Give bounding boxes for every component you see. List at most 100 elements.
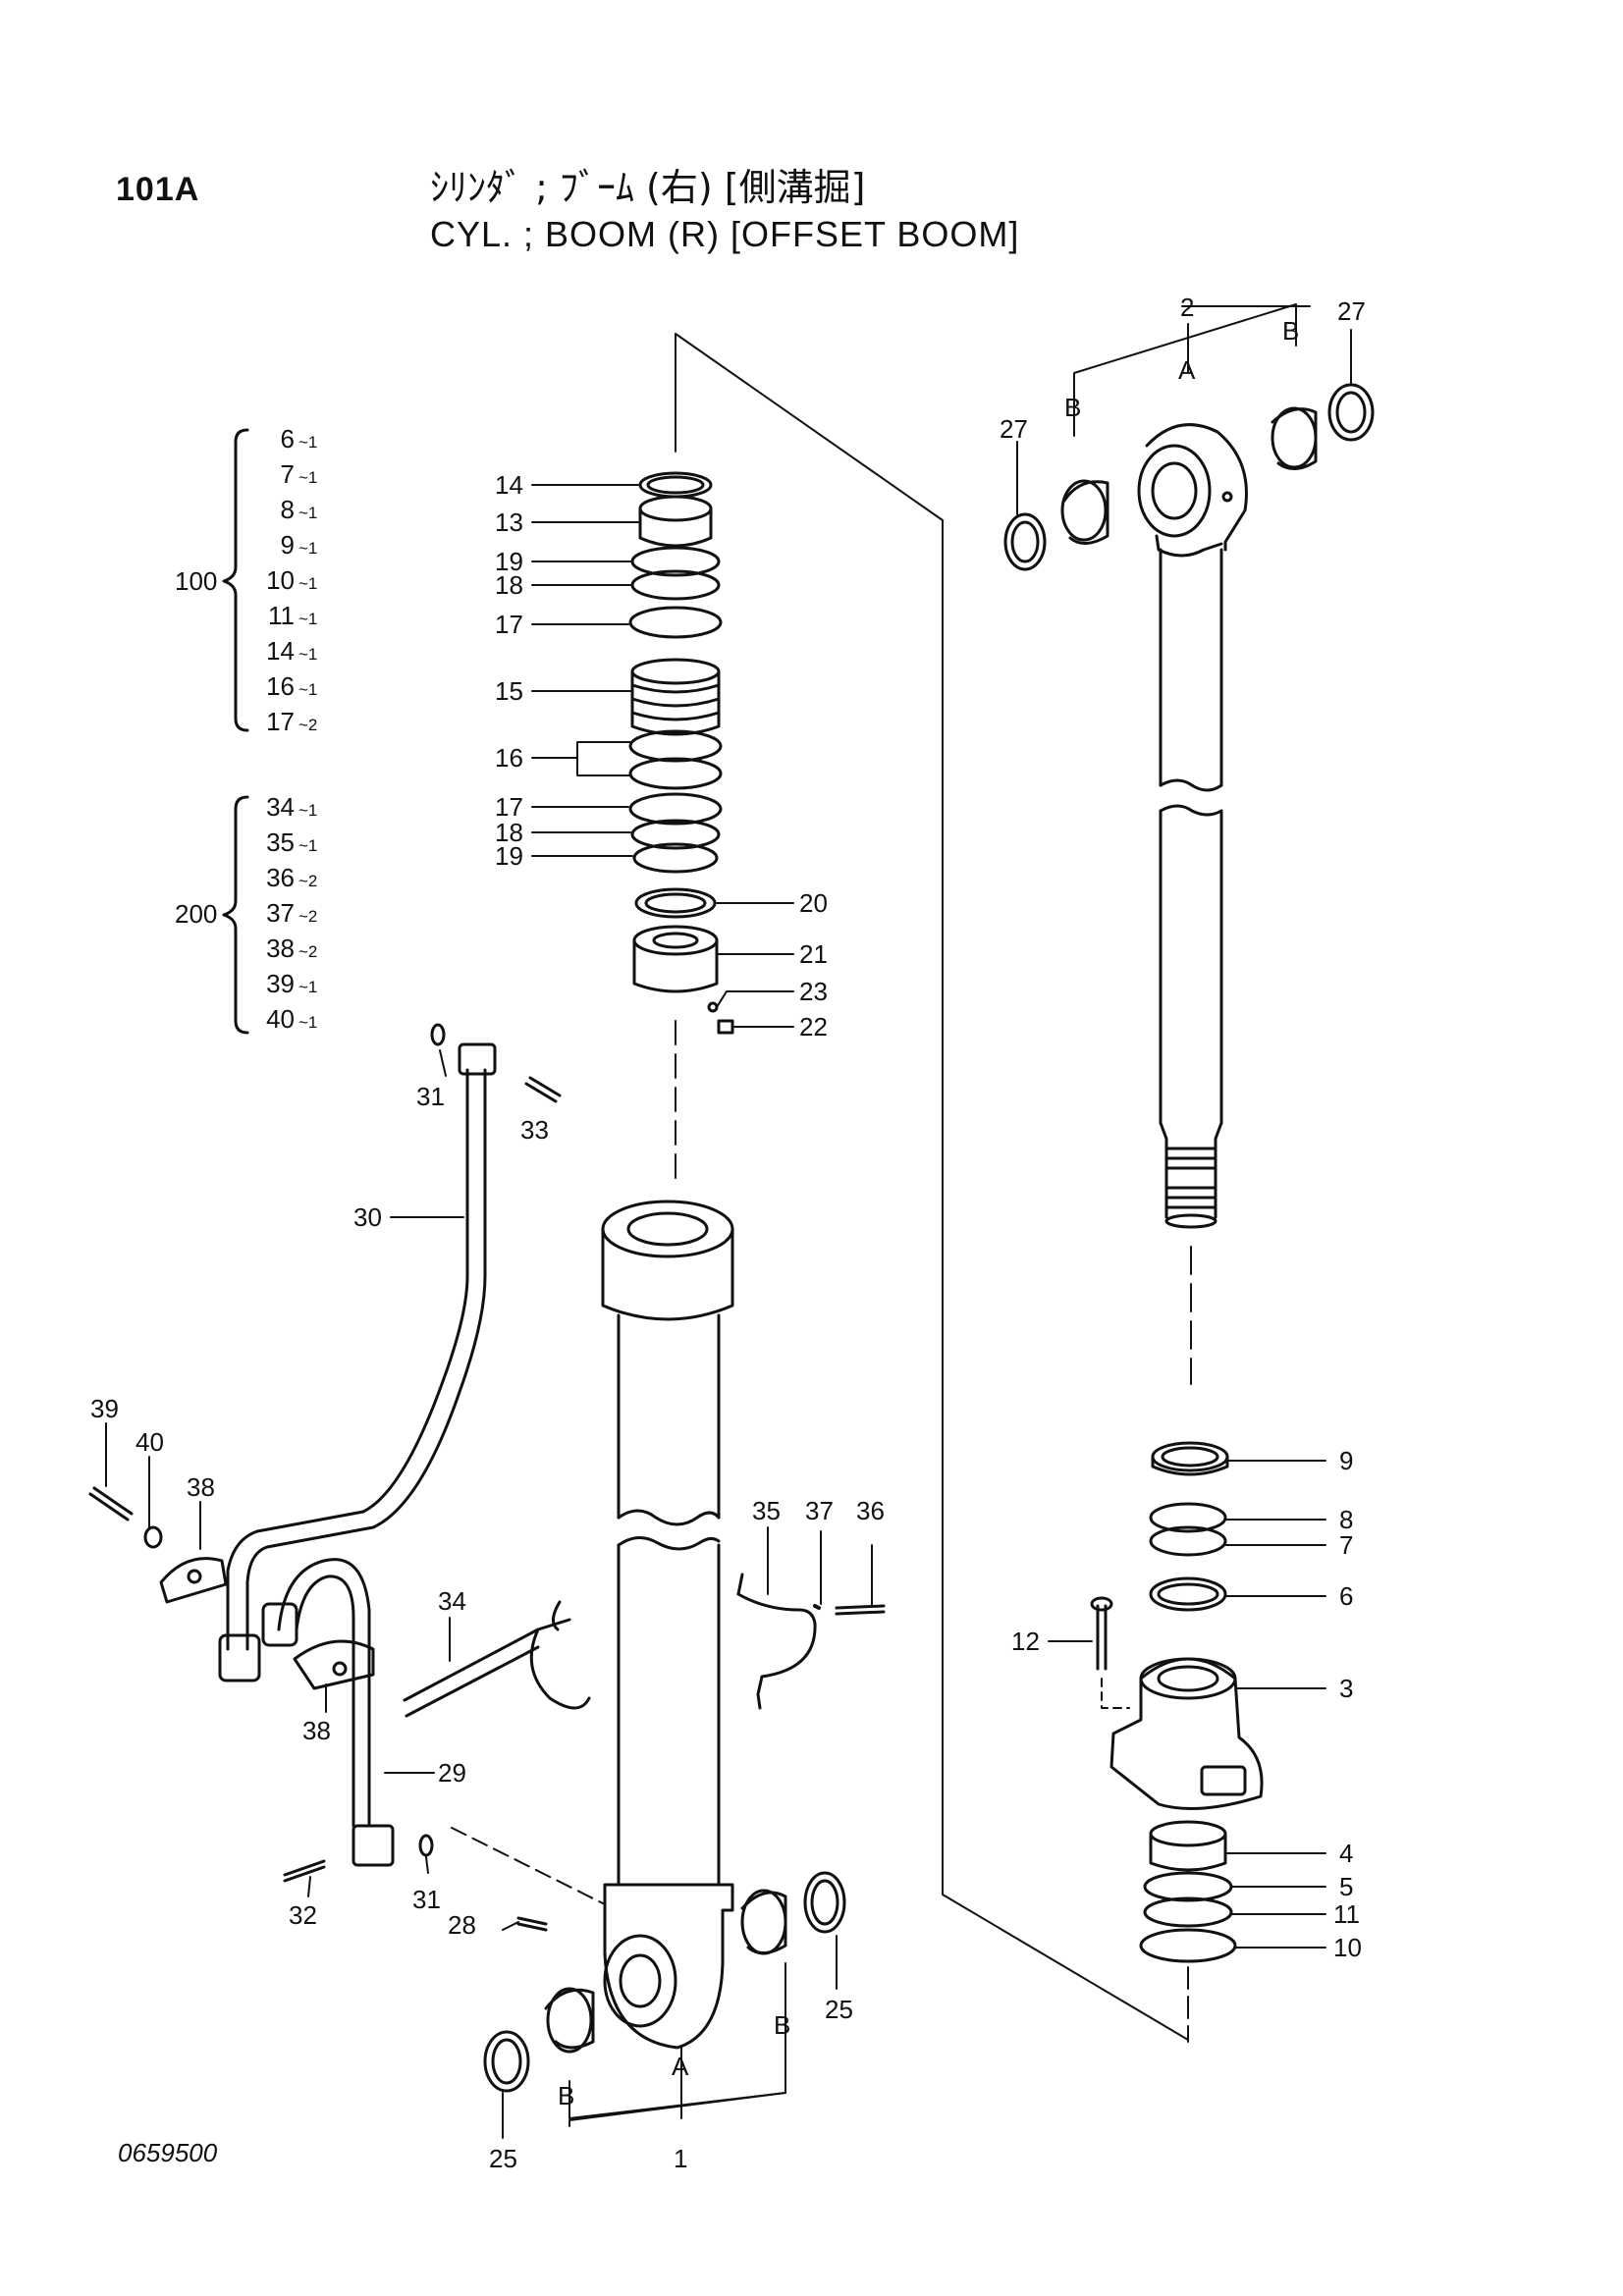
kit-item-qty: ~2 (298, 907, 317, 926)
part-30-pipe (226, 1068, 469, 1651)
callout-31: 31 (416, 1082, 445, 1111)
callout-38: 38 (302, 1716, 331, 1745)
phantom-line-pipe (451, 1827, 606, 1905)
kit-item-qty: ~1 (298, 539, 317, 558)
callout-10: 10 (1333, 1933, 1362, 1962)
part-23-ball (707, 1001, 719, 1013)
part-3-gland (1109, 1657, 1264, 1810)
pipe-top-fitting (458, 1042, 497, 1076)
callout-27: 27 (1337, 296, 1366, 326)
part-36-bolt (835, 1604, 886, 1616)
kit-item-qty: ~2 (298, 716, 317, 734)
callout-17: 17 (495, 792, 523, 822)
kit-200-brace (222, 795, 249, 1035)
kit-item-qty: ~1 (298, 1013, 317, 1032)
kit-item-part: 37 (266, 898, 295, 928)
kit-item-part: 7 (281, 459, 295, 489)
gland-leaders (1048, 1460, 1326, 1949)
callout-38: 38 (187, 1472, 215, 1502)
part-38-clamp-upper (159, 1557, 228, 1604)
kit-item-part: 9 (281, 530, 295, 560)
part-21-nut (632, 938, 719, 993)
callout-1: 1 (674, 2144, 687, 2173)
part-35-band (736, 1573, 817, 1710)
callout-A: A (1178, 355, 1196, 385)
part-15-piston (630, 669, 721, 736)
kit-item-qty: ~1 (298, 645, 317, 664)
callout-1-bracket (502, 1935, 838, 2139)
callout-13: 13 (495, 507, 523, 537)
kit-item-part: 35 (266, 828, 295, 857)
left-leaders (105, 1049, 873, 1931)
part-34-band (403, 1600, 591, 1718)
part-29-pipe (277, 1558, 371, 1828)
callout-25: 25 (489, 2144, 517, 2173)
part-20-washer (634, 887, 717, 919)
part-40-washer (143, 1525, 163, 1549)
part-6-ring (1149, 1576, 1227, 1612)
part-28-plug (516, 1916, 548, 1932)
part-13-bushing (638, 507, 713, 548)
part-27-seal-left (1003, 512, 1047, 571)
bushing-B-rod-left (1062, 480, 1109, 545)
small-fasteners (88, 1023, 562, 1932)
part-16-ring-b (628, 757, 723, 790)
part-19-ring-a (630, 546, 721, 577)
rod-leaders (1016, 303, 1352, 515)
callout-35: 35 (752, 1496, 781, 1525)
kit-item-qty: ~1 (298, 610, 317, 628)
kit-item-part: 36 (266, 863, 295, 892)
callout-29: 29 (438, 1758, 466, 1788)
callout-B: B (1064, 393, 1081, 422)
callout-21: 21 (799, 939, 828, 969)
kit-item-qty: ~1 (298, 836, 317, 855)
callout-37: 37 (805, 1496, 834, 1525)
callout-labels: 14 13 19 18 17 15 16 17 18 19 20 21 23 2… (90, 293, 1366, 2173)
part-39-bolt (88, 1486, 134, 1522)
callout-5: 5 (1339, 1872, 1353, 1901)
callout-30: 30 (353, 1202, 382, 1232)
seal-stack (628, 471, 734, 1035)
part-25-seal-left (483, 2030, 530, 2093)
part-37-washer (813, 1604, 821, 1610)
pipe-bottom-fitting (352, 1824, 395, 1867)
callout-B: B (1282, 316, 1299, 346)
kit-item-part: 6 (281, 424, 295, 454)
kit-item-part: 8 (281, 495, 295, 524)
part-25-seal-right (803, 1871, 846, 1934)
kit-item-qty: ~1 (298, 680, 317, 699)
callout-8: 8 (1339, 1505, 1353, 1534)
kit-item-qty: ~1 (298, 504, 317, 522)
kit-item-qty: ~1 (298, 468, 317, 487)
callout-19: 19 (495, 841, 523, 871)
part-4-bushing (1149, 1832, 1227, 1872)
callout-2: 2 (1180, 293, 1194, 322)
part-5-ring (1143, 1871, 1233, 1902)
callout-19: 19 (495, 547, 523, 576)
pipe-end-fitting (218, 1633, 261, 1682)
kit-item-part: 14 (266, 636, 295, 666)
bolt-axis (1101, 1678, 1130, 1709)
kit-item-qty: ~1 (298, 801, 317, 820)
callout-12: 12 (1011, 1627, 1040, 1656)
rod-bushings (1003, 383, 1375, 571)
callout-36: 36 (856, 1496, 885, 1525)
callout-39: 39 (90, 1394, 119, 1423)
part-22-setscrew (717, 1019, 734, 1035)
kit-item-part: 38 (266, 934, 295, 963)
callout-B: B (774, 2010, 790, 2040)
callout-15: 15 (495, 676, 523, 706)
callout-11: 11 (1333, 1899, 1360, 1929)
callout-31: 31 (412, 1885, 441, 1914)
kit-100-brace (222, 428, 249, 732)
part-19-ring-b (632, 842, 719, 874)
part-38-clamp-lower (293, 1639, 375, 1690)
phantom-outline (675, 333, 1189, 2041)
title-english: CYL. ; BOOM (R) [OFFSET BOOM] (430, 214, 1020, 254)
kit-item-part: 40 (266, 1004, 295, 1034)
part-7-ring (1149, 1525, 1227, 1557)
kit-item-part: 11 (268, 601, 295, 630)
part-18-ring-b (630, 819, 721, 850)
callout-33: 33 (520, 1115, 549, 1145)
